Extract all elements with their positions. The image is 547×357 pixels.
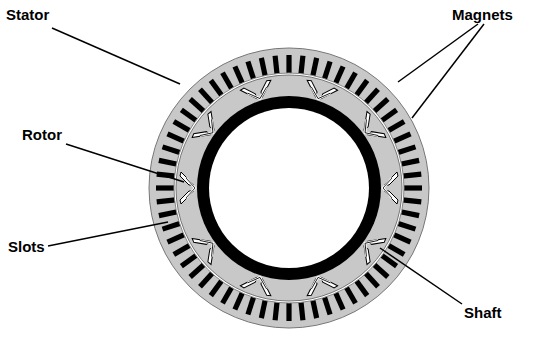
slot (162, 144, 182, 155)
slot (392, 132, 411, 144)
slot (273, 55, 280, 74)
slot (322, 296, 333, 316)
slot (298, 301, 305, 320)
shaft-bore (209, 108, 369, 268)
slot (233, 65, 245, 84)
shaft-ring (197, 96, 381, 280)
slot (397, 144, 417, 155)
slot (245, 61, 256, 81)
flux-barrier (383, 178, 392, 198)
air-gap (174, 73, 404, 303)
slot (233, 291, 245, 310)
slot (245, 296, 256, 316)
rotor-magnets (180, 79, 398, 296)
leader-line (52, 28, 180, 84)
slot (322, 61, 333, 81)
slot (273, 301, 280, 320)
slot (392, 232, 411, 244)
slot (400, 209, 420, 218)
slot (333, 291, 345, 310)
leader-line (48, 222, 168, 246)
slot (156, 185, 175, 190)
leader-line (380, 248, 462, 304)
rotor-core (176, 75, 402, 301)
slot (259, 57, 268, 77)
slot (397, 221, 417, 232)
leader-line (66, 144, 184, 182)
stator-slots (156, 55, 422, 321)
slot (156, 197, 175, 204)
slot (298, 55, 305, 74)
slot (400, 158, 420, 167)
part-label: Shaft (464, 304, 502, 322)
part-label: Magnets (452, 6, 513, 24)
flux-barrier (186, 178, 195, 198)
slot (402, 172, 421, 179)
slot (166, 132, 185, 144)
leader-lines (48, 24, 484, 304)
slot (158, 158, 178, 167)
part-label: Slots (8, 238, 45, 256)
slot (310, 299, 319, 319)
slot (333, 65, 345, 84)
flux-barrier-edge (186, 178, 195, 198)
slot (259, 299, 268, 319)
slot (286, 55, 291, 74)
magnet-pair (180, 172, 195, 204)
slot (402, 197, 421, 204)
slot (310, 57, 319, 77)
stator-core (149, 48, 429, 328)
slot (403, 185, 422, 190)
magnet-pair (383, 172, 398, 204)
leader-line (398, 24, 478, 82)
leader-line (412, 24, 484, 118)
slot (158, 209, 178, 218)
part-label: Rotor (22, 126, 62, 144)
slot (166, 232, 185, 244)
part-label: Stator (6, 6, 49, 24)
slot (286, 302, 291, 321)
flux-barrier-edge (383, 178, 392, 198)
slot (156, 172, 175, 179)
